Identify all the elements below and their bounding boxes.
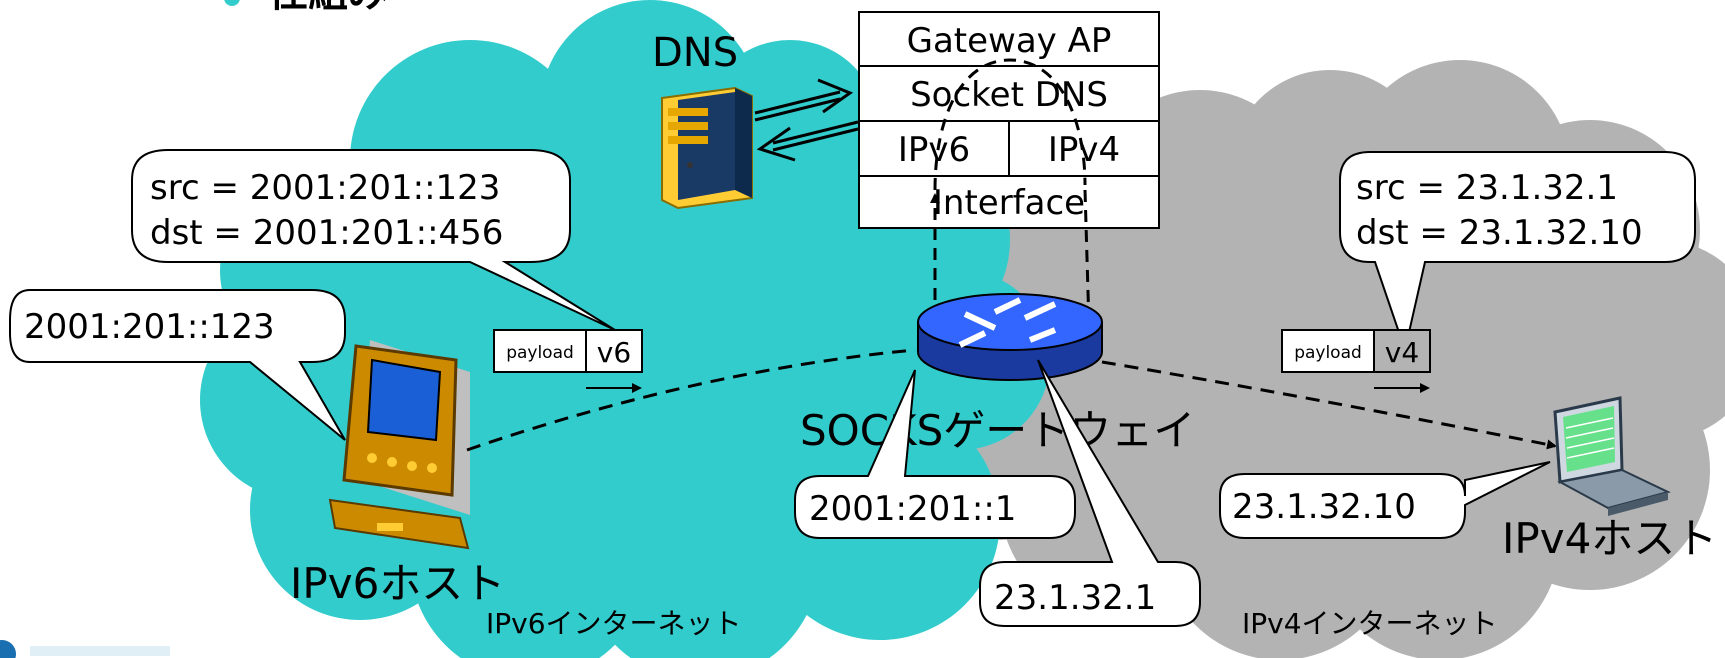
dns-server-icon [661, 86, 753, 210]
ipv6-dst-text: dst = 2001:201::456 [150, 213, 503, 253]
dns-label: DNS [652, 30, 738, 76]
header-bullet-icon [224, 0, 240, 6]
ipv4-packet-version: v4 [1385, 336, 1419, 369]
stack-layer-ipv6: IPv6 [898, 130, 970, 170]
ipv4-dst-text: dst = 23.1.32.10 [1356, 213, 1643, 253]
router-icon [917, 293, 1103, 381]
laptop-icon [1553, 396, 1671, 516]
ipv6-packet: payload v6 [493, 329, 643, 393]
gateway-ipv4-address-bubble: 23.1.32.1 [979, 359, 1201, 627]
ipv6-host-to-gateway-path [466, 348, 916, 452]
ipv6-packet-payload: payload [506, 343, 574, 363]
header-title: 仕組み [268, 0, 388, 16]
ipv6-header-bubble: src = 2001:201::123 dst = 2001:201::456 [131, 149, 616, 331]
ipv6-host-address: 2001:201::123 [24, 307, 275, 347]
ipv6-host-address-bubble: 2001:201::123 [9, 289, 346, 441]
stack-layer-socket-dns: Socket DNS [910, 75, 1108, 115]
stack-layer-gateway-ap: Gateway AP [907, 21, 1112, 61]
gateway-label: SOCKSゲートウェイ [800, 406, 1195, 455]
gateway-stack: Gateway AP Socket DNS IPv6 IPv4 Interfac… [858, 11, 1160, 229]
ipv4-network-label: IPv4インターネット [1242, 607, 1498, 640]
gateway-to-ipv4-host-path [1101, 360, 1557, 450]
stack-path-loop [933, 58, 1087, 191]
ipv6-host-label: IPv6ホスト [290, 559, 505, 608]
ipv6-network-label: IPv6インターネット [486, 607, 742, 640]
ipv4-src-text: src = 23.1.32.1 [1356, 168, 1618, 208]
dns-query-arrows [754, 78, 859, 162]
ipv4-host-address: 23.1.32.10 [1232, 487, 1416, 527]
gateway-ipv6-address-bubble: 2001:201::1 [794, 369, 1076, 539]
ipv4-packet-payload: payload [1294, 343, 1362, 363]
stack-layer-interface: Interface [933, 183, 1085, 223]
ipv4-host-address-bubble: 23.1.32.10 [1219, 461, 1551, 539]
ipv6-packet-version: v6 [597, 336, 631, 369]
ipv4-packet: payload v4 [1281, 329, 1431, 393]
ipv4-host-label: IPv4ホスト [1502, 514, 1717, 563]
ipv6-src-text: src = 2001:201::123 [150, 168, 500, 208]
gateway-ipv6-address: 2001:201::1 [809, 489, 1016, 529]
pda-device-icon [328, 340, 470, 550]
gateway-ipv4-address: 23.1.32.1 [994, 578, 1156, 618]
corner-logo-icon [0, 640, 170, 658]
ipv4-header-bubble: src = 23.1.32.1 dst = 23.1.32.10 [1339, 151, 1696, 354]
